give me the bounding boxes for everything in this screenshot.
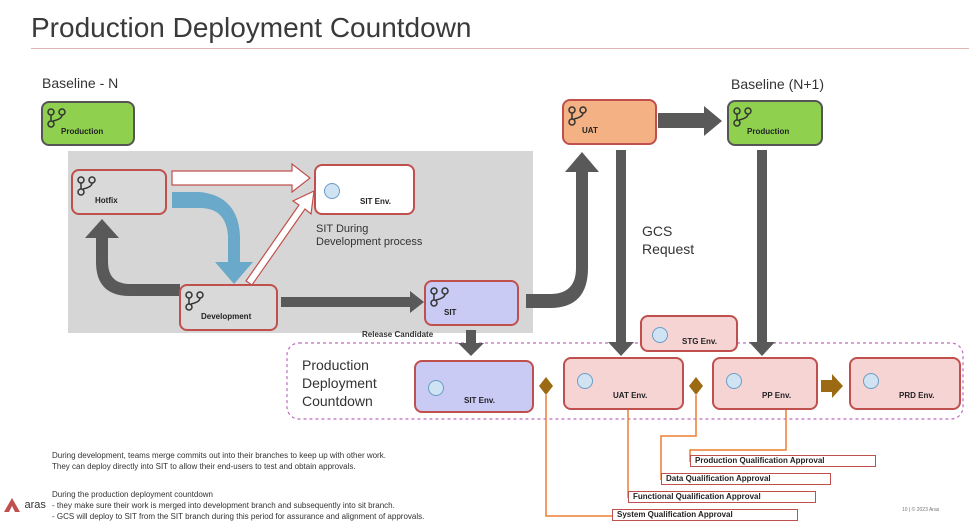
node-sit-env[interactable]: SIT Env. bbox=[414, 360, 534, 413]
branch-icon bbox=[77, 176, 96, 196]
footer-separator: | bbox=[908, 507, 911, 513]
node-label: SIT Env. bbox=[360, 197, 391, 206]
gate-diamond-2 bbox=[689, 377, 703, 395]
cloud-server-icon bbox=[577, 373, 593, 389]
aras-logo: aras bbox=[4, 496, 46, 514]
arrow-dev-to-sit bbox=[281, 291, 424, 313]
approval-line-data bbox=[660, 395, 697, 480]
node-label: SIT Env. bbox=[464, 396, 495, 405]
node-uat[interactable]: UAT bbox=[562, 99, 657, 145]
note-line: - they make sure their work is merged in… bbox=[52, 501, 395, 510]
approval-line-system bbox=[545, 395, 612, 517]
gcs-request-label: GCS Request bbox=[642, 222, 694, 258]
arrow-dev-to-sitenv bbox=[245, 189, 315, 286]
node-label: SIT bbox=[444, 308, 457, 317]
node-label: STG Env. bbox=[682, 337, 717, 346]
pdc-line2: Deployment bbox=[302, 375, 377, 391]
node-sit-env-top[interactable]: SIT Env. bbox=[314, 164, 415, 215]
node-production-baseline-n1[interactable]: Production bbox=[727, 100, 823, 146]
branch-icon bbox=[568, 106, 587, 126]
gate-diamond-1 bbox=[539, 377, 553, 395]
node-pp-env[interactable]: PP Env. bbox=[712, 357, 818, 410]
arrow-prod-to-ppenv bbox=[749, 150, 775, 356]
sit-during-line1: SIT During bbox=[316, 223, 369, 235]
arrow-hotfix-to-sitenv bbox=[171, 162, 311, 194]
node-label: Production bbox=[61, 127, 104, 136]
data-qualification-approval: Data Qualification Approval bbox=[661, 473, 831, 485]
node-production-baseline-n[interactable]: Production bbox=[41, 101, 135, 146]
note-line: During development, teams merge commits … bbox=[52, 451, 386, 460]
node-label: PRD Env. bbox=[899, 391, 935, 400]
production-qualification-approval: Production Qualification Approval bbox=[690, 455, 876, 467]
arrow-sit-to-uat bbox=[526, 152, 599, 308]
node-label: Development bbox=[201, 312, 252, 321]
aras-logo-text: aras bbox=[24, 498, 46, 511]
cloud-server-icon bbox=[652, 327, 668, 343]
baseline-n-label: Baseline - N bbox=[42, 75, 119, 91]
arrow-pp-to-prd bbox=[821, 374, 843, 398]
arrow-sit-to-sitenv bbox=[458, 330, 484, 356]
node-label: UAT bbox=[582, 126, 598, 135]
notes-countdown: During the production deployment countdo… bbox=[52, 489, 424, 522]
pdc-line1: Production bbox=[302, 357, 369, 373]
aras-logo-icon bbox=[4, 497, 20, 512]
branch-icon bbox=[47, 108, 66, 128]
gcs-label: GCS bbox=[642, 223, 673, 239]
branch-icon bbox=[430, 287, 449, 307]
cloud-server-icon bbox=[428, 380, 444, 396]
node-label: PP Env. bbox=[762, 391, 792, 400]
footer-meta: 10 | © 2023 Aras bbox=[902, 507, 939, 513]
request-label: Request bbox=[642, 241, 695, 257]
node-stg-env[interactable]: STG Env. bbox=[640, 315, 738, 352]
system-qualification-approval: System Qualification Approval bbox=[612, 509, 798, 521]
arrow-hotfix-to-dev bbox=[172, 192, 253, 284]
notes-development: During development, teams merge commits … bbox=[52, 450, 386, 472]
release-candidate-label: Release Candidate bbox=[362, 330, 434, 339]
copyright: © 2023 Aras bbox=[911, 507, 940, 513]
node-development[interactable]: Development bbox=[179, 284, 278, 331]
note-line: During the production deployment countdo… bbox=[52, 490, 213, 499]
page-number: 10 bbox=[902, 507, 908, 513]
cloud-server-icon bbox=[863, 373, 879, 389]
pdc-line3: Countdown bbox=[302, 393, 373, 409]
arrow-uat-to-prod bbox=[658, 106, 722, 136]
functional-qualification-approval: Functional Qualification Approval bbox=[628, 491, 816, 503]
node-label: Hotfix bbox=[95, 196, 118, 205]
branch-icon bbox=[733, 107, 752, 127]
sit-during-label: SIT During Development process bbox=[316, 223, 422, 249]
approval-line-production bbox=[689, 408, 787, 462]
pdc-label: Production Deployment Countdown bbox=[302, 356, 377, 410]
node-uat-env[interactable]: UAT Env. bbox=[563, 357, 684, 410]
node-prd-env[interactable]: PRD Env. bbox=[849, 357, 961, 410]
page-title: Production Deployment Countdown bbox=[31, 12, 472, 43]
note-line: They can deploy directly into SIT to all… bbox=[52, 462, 356, 471]
cloud-server-icon bbox=[324, 183, 340, 199]
arrow-dev-to-hotfix bbox=[85, 219, 180, 296]
arrow-uat-to-uatenv bbox=[608, 150, 634, 356]
baseline-n1-label: Baseline (N+1) bbox=[731, 76, 824, 92]
cloud-server-icon bbox=[726, 373, 742, 389]
node-sit[interactable]: SIT bbox=[424, 280, 519, 326]
sit-during-line2: Development process bbox=[316, 236, 423, 248]
branch-icon bbox=[185, 291, 204, 311]
node-hotfix[interactable]: Hotfix bbox=[71, 169, 167, 215]
note-line: - GCS will deploy to SIT from the SIT br… bbox=[52, 512, 425, 521]
node-label: UAT Env. bbox=[613, 391, 648, 400]
node-label: Production bbox=[747, 127, 790, 136]
title-divider bbox=[31, 48, 969, 49]
